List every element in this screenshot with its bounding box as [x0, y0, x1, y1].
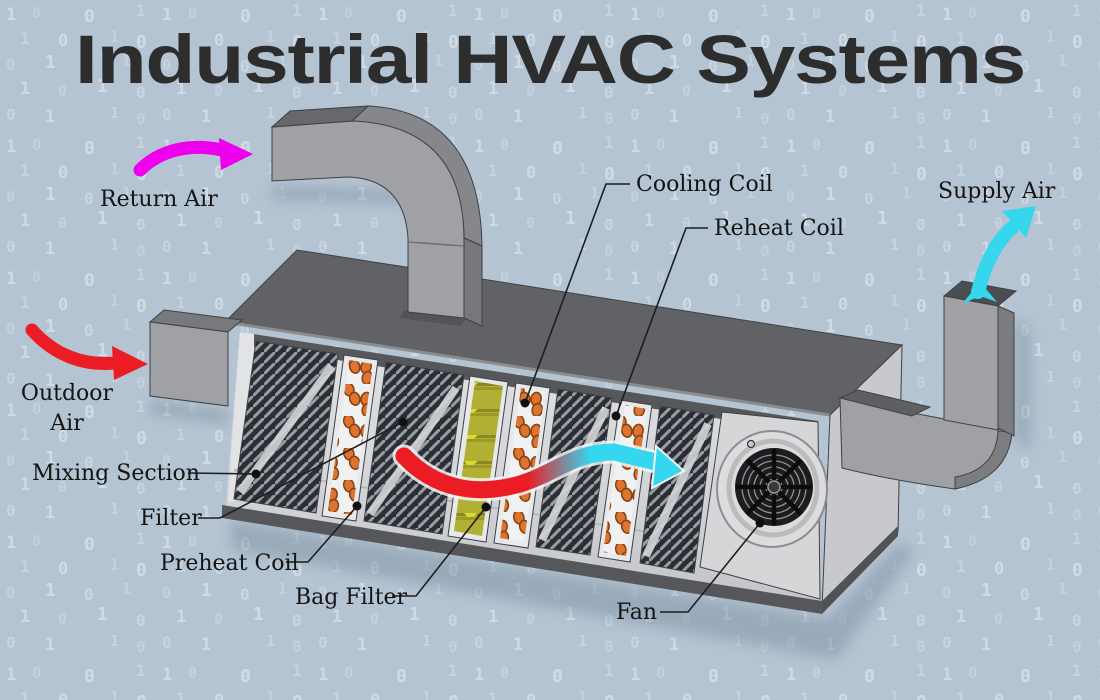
leader-reheat-coil [615, 227, 708, 417]
airflow-arrowhead [650, 443, 686, 490]
return-air-duct [270, 105, 483, 327]
fan-assembly [716, 430, 828, 548]
filter-brace-4 [642, 422, 712, 558]
leader-mixing-section [187, 472, 257, 475]
air-handling-unit [222, 249, 904, 614]
outdoor-air-arrow [25, 323, 148, 380]
label-outdoor-air-line2: Air [49, 411, 84, 436]
supply-air-duct [838, 280, 1018, 490]
return-air-arrow [133, 138, 253, 177]
return-duct-face [271, 120, 465, 319]
leader-bag-filter [392, 506, 487, 597]
label-outdoor-air-line1: Outdoor [21, 381, 114, 406]
return-duct-arm-top [270, 105, 370, 128]
label-reheat-coil: Reheat Coil [714, 216, 844, 241]
shadows [150, 186, 1030, 660]
label-preheat-coil: Preheat Coil [160, 551, 299, 576]
supply-duct-face [943, 295, 999, 431]
outdoor-duct-face [149, 321, 229, 407]
outdoor-air-arrowhead [112, 346, 148, 380]
label-supply-air: Supply Air [938, 179, 1056, 204]
leader-fan [660, 522, 761, 613]
leader-filter [198, 421, 404, 519]
outdoor-air-duct [148, 309, 244, 407]
leader-cooling-coil [524, 183, 630, 404]
label-return-air: Return Air [100, 187, 218, 212]
cooling-coil-tubes [500, 388, 545, 542]
supply-duct-side [997, 305, 1015, 437]
page-title: Industrial HVAC Systems [75, 21, 1025, 98]
supply-duct-bend-top [838, 389, 932, 417]
leader-preheat-coil [286, 505, 358, 563]
unit-right-bottom-edge [822, 526, 898, 614]
label-fan: Fan [616, 600, 657, 625]
label-cooling-coil: Cooling Coil [636, 172, 773, 197]
fan-bolt [746, 439, 756, 449]
preheat-coil-tubes [328, 360, 373, 515]
label-bag-filter: Bag Filter [295, 585, 408, 610]
return-air-arrowhead [219, 138, 253, 170]
filter-brace-3 [538, 406, 610, 542]
label-mixing-section: Mixing Section [32, 461, 200, 486]
supply-duct-bend-outer [954, 430, 1013, 490]
reheat-coil-tubes [603, 405, 647, 556]
labels: Return Air Outdoor Air Supply Air Coolin… [21, 172, 1056, 625]
airflow-arrow [392, 440, 686, 502]
leader-lines [187, 183, 765, 613]
label-filter: Filter [140, 506, 202, 531]
return-duct-side [463, 237, 483, 327]
supply-air-arrow [962, 206, 1036, 304]
fan-hub [767, 480, 781, 494]
supply-air-arrowhead [1002, 206, 1036, 238]
unit-base-strip [222, 505, 822, 614]
